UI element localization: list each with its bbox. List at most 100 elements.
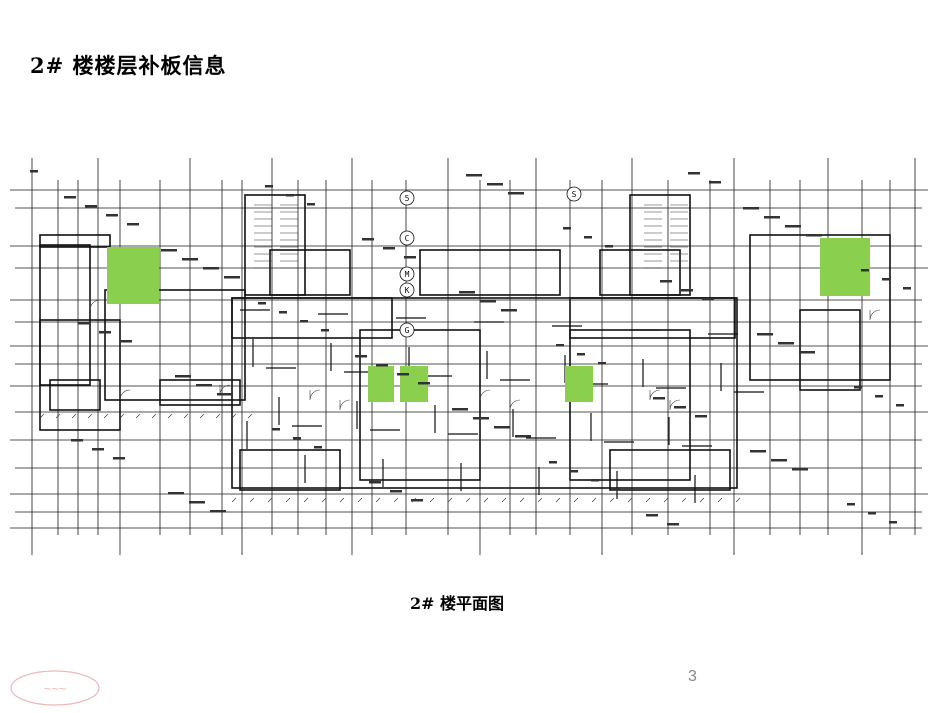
label-mark bbox=[660, 280, 672, 283]
dimension-tick bbox=[55, 413, 61, 419]
label-mark bbox=[515, 435, 531, 438]
dimension-tick bbox=[591, 497, 597, 503]
label-mark bbox=[30, 170, 38, 173]
label-mark bbox=[570, 470, 578, 473]
label-mark bbox=[355, 355, 367, 358]
label-mark bbox=[293, 437, 301, 440]
axis-circle-label: 5 bbox=[405, 194, 410, 203]
axis-circle-label: K bbox=[405, 286, 410, 295]
door-swing-arc bbox=[119, 389, 131, 401]
dimension-tick bbox=[231, 497, 237, 503]
label-mark bbox=[646, 514, 658, 517]
label-mark bbox=[127, 223, 139, 226]
label-mark bbox=[286, 194, 294, 197]
label-mark bbox=[584, 236, 592, 239]
patch-highlight bbox=[820, 238, 870, 296]
dimension-tick bbox=[231, 413, 237, 419]
drawing-caption: 2# 楼平面图 bbox=[409, 594, 505, 613]
label-mark bbox=[321, 329, 329, 332]
dimension-tick bbox=[375, 497, 381, 503]
patch-highlight bbox=[368, 366, 394, 402]
label-mark bbox=[314, 446, 322, 449]
label-mark bbox=[806, 234, 822, 237]
label-mark bbox=[196, 384, 212, 387]
label-mark bbox=[265, 185, 273, 188]
wall-outline bbox=[569, 329, 691, 481]
label-mark bbox=[362, 238, 374, 241]
door-swing-arc bbox=[339, 399, 351, 411]
dimension-tick bbox=[573, 497, 579, 503]
label-mark bbox=[653, 397, 665, 400]
label-mark bbox=[189, 501, 205, 504]
label-mark bbox=[473, 417, 489, 420]
wall-outline bbox=[419, 249, 561, 296]
dimension-tick bbox=[429, 497, 435, 503]
label-mark bbox=[480, 300, 496, 303]
label-mark bbox=[702, 298, 714, 301]
label-mark bbox=[847, 503, 855, 506]
label-mark bbox=[487, 183, 503, 186]
dimension-tick bbox=[519, 497, 525, 503]
door-swing-arc bbox=[669, 399, 681, 411]
label-mark bbox=[168, 492, 184, 495]
dimension-tick bbox=[151, 413, 157, 419]
axis-circle bbox=[399, 282, 415, 298]
label-mark bbox=[896, 404, 904, 407]
label-mark bbox=[549, 461, 557, 464]
label-mark bbox=[875, 395, 883, 398]
label-mark bbox=[591, 479, 599, 482]
label-mark bbox=[78, 322, 90, 325]
label-mark bbox=[792, 468, 808, 471]
dimension-tick bbox=[39, 413, 45, 419]
label-mark bbox=[279, 311, 287, 314]
label-mark bbox=[854, 386, 862, 389]
wall-outline bbox=[49, 379, 101, 411]
dimension-tick bbox=[199, 413, 205, 419]
label-mark bbox=[182, 258, 198, 261]
label-mark bbox=[106, 214, 118, 217]
wall-outline bbox=[239, 449, 341, 491]
wall-outline bbox=[231, 297, 738, 489]
wall-outline bbox=[799, 309, 861, 391]
label-mark bbox=[889, 521, 897, 524]
label-mark bbox=[612, 488, 620, 491]
label-mark bbox=[605, 245, 613, 248]
label-mark bbox=[771, 459, 787, 462]
dimension-tick bbox=[215, 413, 221, 419]
axis-circle-label: S bbox=[572, 190, 577, 199]
wall-outline bbox=[39, 244, 91, 386]
label-mark bbox=[577, 353, 585, 356]
label-mark bbox=[563, 227, 571, 230]
label-mark bbox=[861, 269, 869, 272]
label-mark bbox=[85, 205, 97, 208]
dimension-tick bbox=[321, 497, 327, 503]
label-mark bbox=[695, 415, 707, 418]
detail-lines bbox=[39, 204, 881, 503]
patch-highlight bbox=[565, 366, 593, 402]
dimension-tick bbox=[303, 497, 309, 503]
door-swing-arc bbox=[479, 389, 491, 401]
axis-circle bbox=[399, 190, 415, 206]
label-mark bbox=[258, 302, 266, 305]
dimension-tick bbox=[135, 413, 141, 419]
wall-lines bbox=[39, 194, 891, 503]
dimension-tick bbox=[465, 497, 471, 503]
wall-outline bbox=[569, 297, 736, 339]
door-swing-arc bbox=[89, 299, 101, 311]
label-mark bbox=[785, 225, 801, 228]
dimension-tick bbox=[339, 497, 345, 503]
dimension-tick bbox=[357, 497, 363, 503]
label-mark bbox=[903, 287, 911, 290]
label-mark bbox=[120, 340, 132, 343]
label-mark bbox=[452, 408, 468, 411]
label-mark bbox=[376, 364, 388, 367]
wall-outline bbox=[231, 297, 393, 339]
dimension-tick bbox=[393, 497, 399, 503]
svg-text:~~~: ~~~ bbox=[44, 681, 67, 696]
axis-circle bbox=[399, 230, 415, 246]
dimension-tick bbox=[555, 497, 561, 503]
wall-outline bbox=[609, 449, 731, 491]
label-mark bbox=[799, 351, 815, 354]
dimension-tick bbox=[681, 497, 687, 503]
dimension-tick bbox=[267, 497, 273, 503]
